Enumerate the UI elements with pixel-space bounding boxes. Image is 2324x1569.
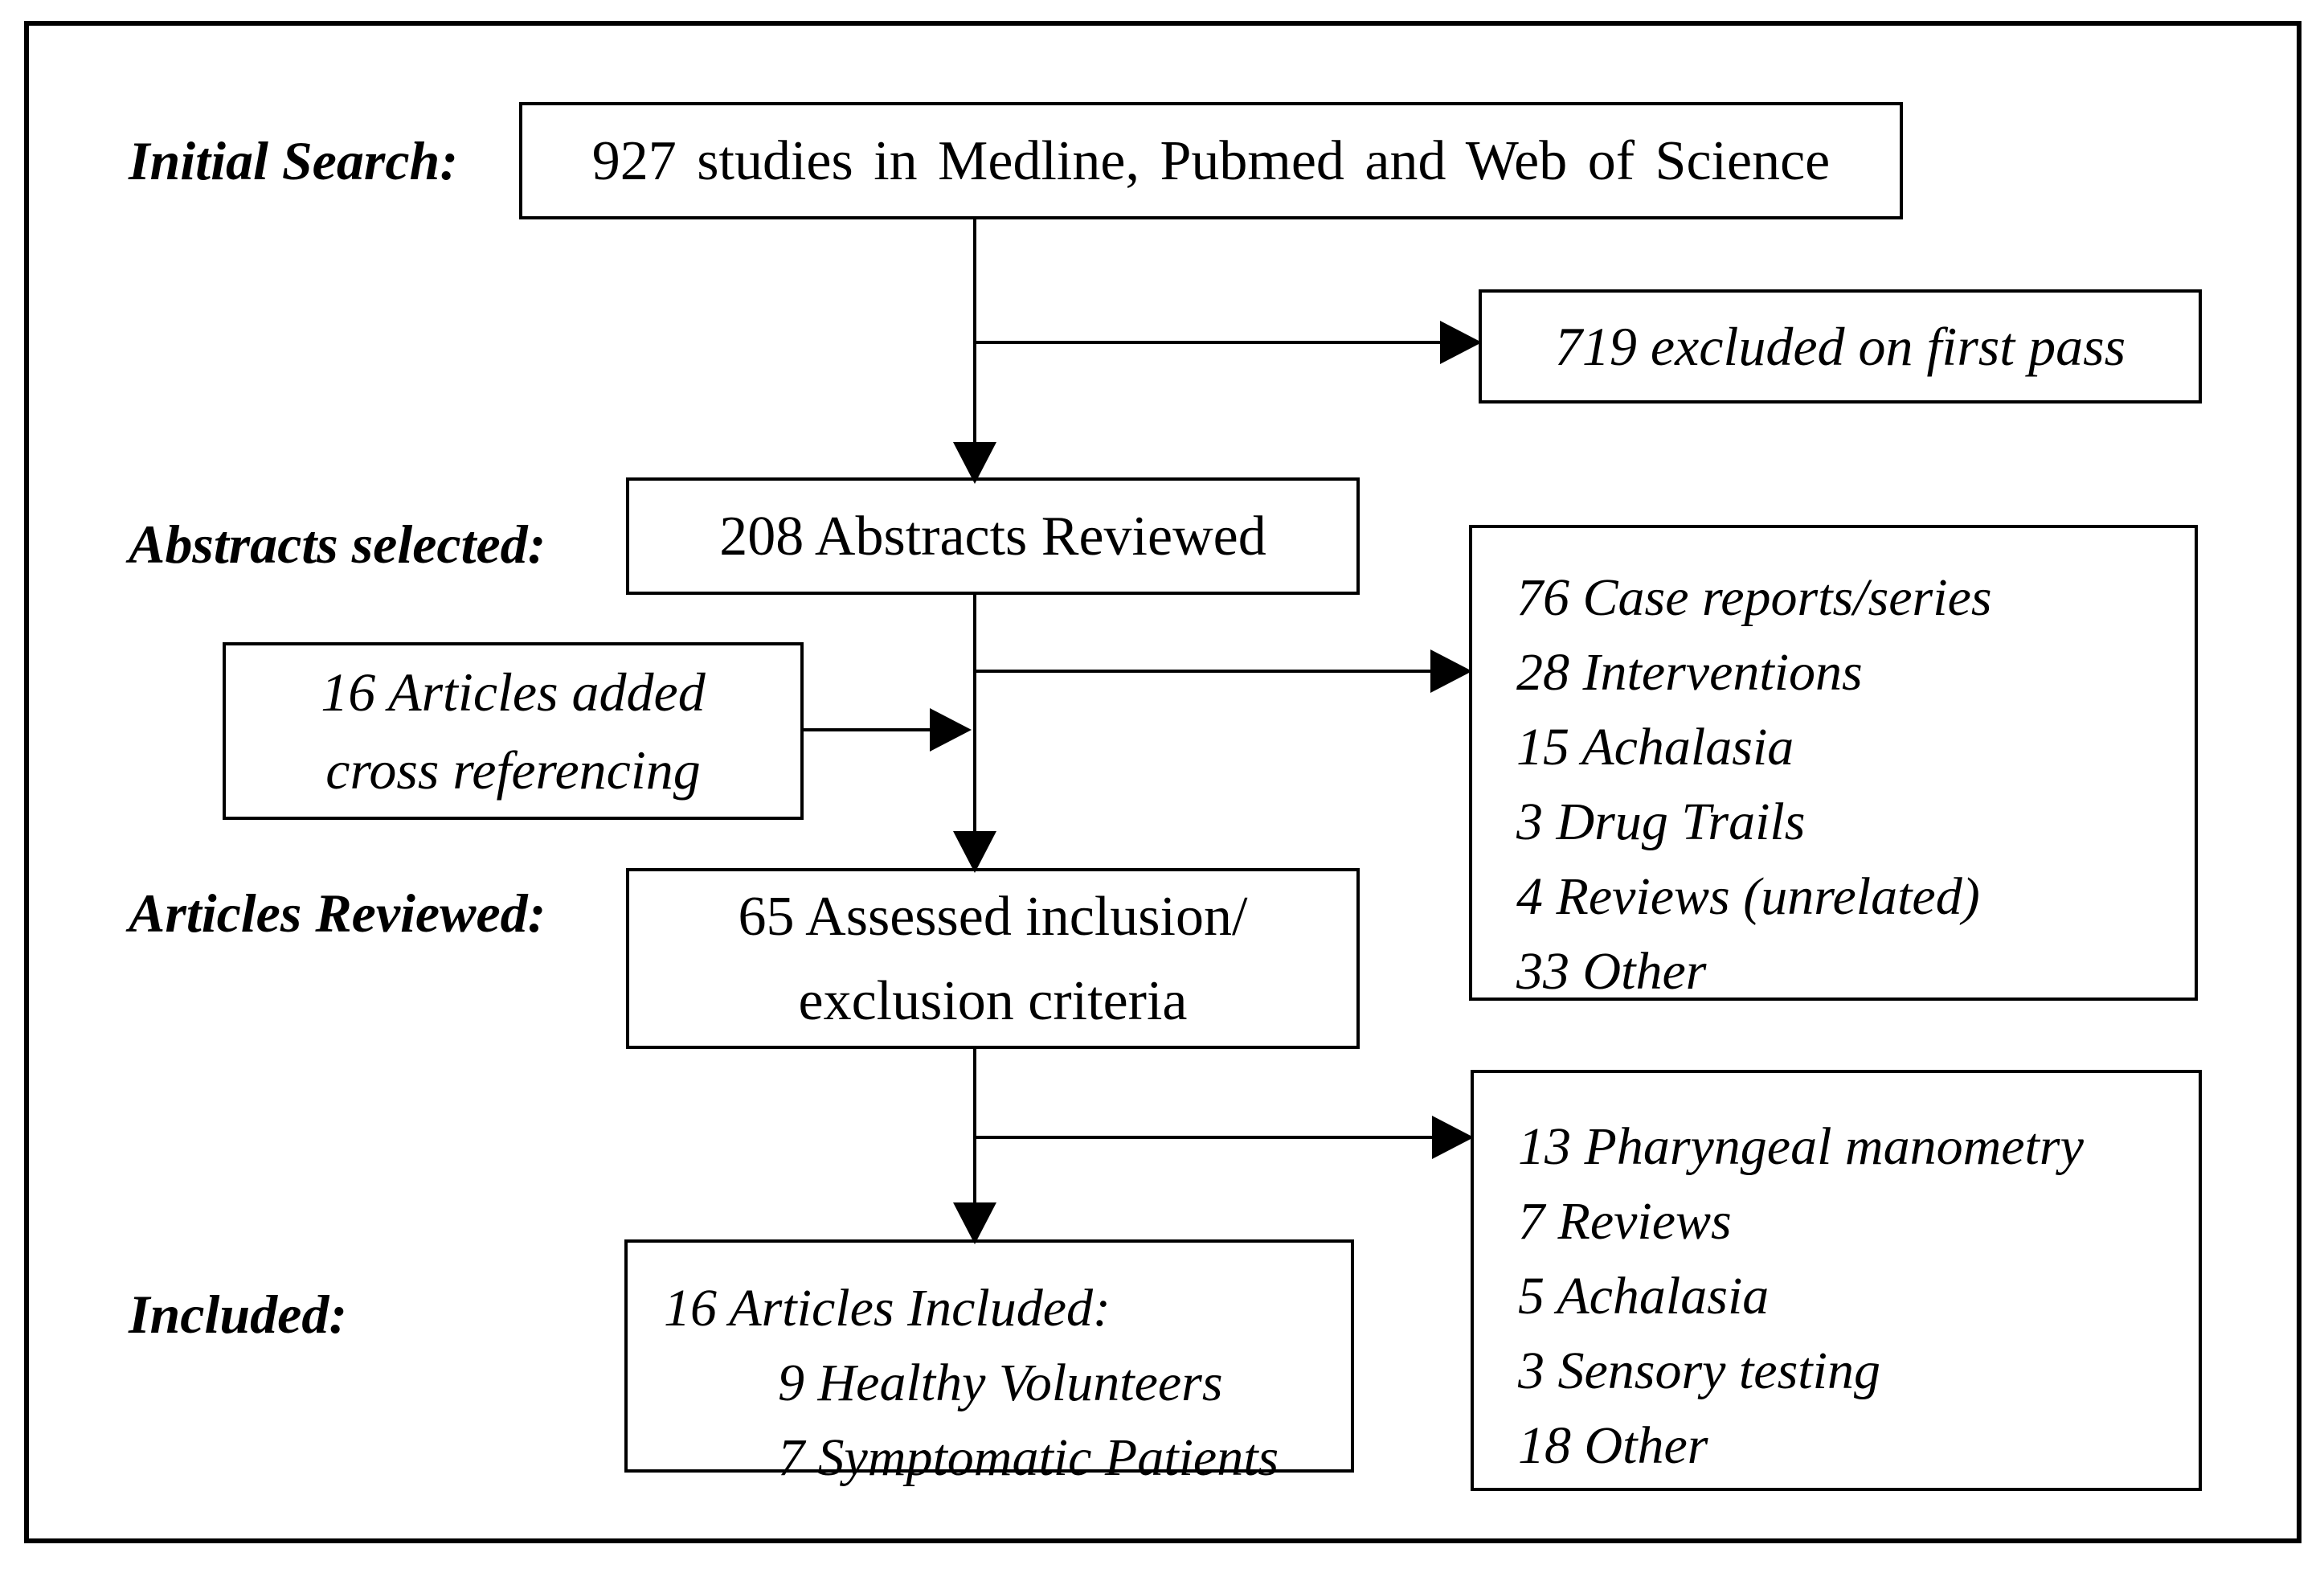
box-cross-referencing-line2: cross referencing: [325, 739, 701, 801]
stage-label-abstracts-selected: Abstracts selected:: [129, 514, 546, 575]
exclusion-item: 3 Drug Trails: [1516, 793, 1806, 851]
box-assessed-line2: exclusion criteria: [798, 969, 1188, 1032]
flow-line-cross-referencing: [802, 728, 935, 731]
exclusion-item: 76 Case reports/series: [1516, 568, 1992, 627]
box-included-title: 16 Articles Included:: [664, 1279, 1111, 1338]
exclusion-item: 7 Reviews: [1518, 1192, 1732, 1251]
flow-line-to-first-pass-exclusions: [973, 670, 1435, 673]
box-abstracts-reviewed: 208 Abstracts Reviewed: [626, 477, 1360, 595]
exclusion-item: 15 Achalasia: [1516, 718, 1794, 776]
box-excluded-first-pass: 719 excluded on first pass: [1479, 289, 2202, 404]
included-item: 7 Symptomatic Patients: [778, 1428, 1279, 1487]
box-assessed-line1: 65 Assessed inclusion/: [738, 885, 1248, 948]
box-initial-search: 927 studies in Medline, Pubmed and Web o…: [519, 102, 1903, 219]
box-abstracts-reviewed-text: 208 Abstracts Reviewed: [719, 505, 1266, 567]
exclusion-item: 18 Other: [1518, 1416, 1708, 1475]
box-cross-referencing-line1: 16 Articles added: [321, 661, 706, 723]
box-included: 16 Articles Included: 9 Healthy Voluntee…: [624, 1239, 1354, 1487]
arrowhead-down-into-assessed-icon: [953, 831, 996, 873]
flow-line-assessed-to-included: [973, 1049, 976, 1210]
arrowhead-right-into-exclusions1-icon: [1430, 649, 1472, 693]
stage-label-included: Included:: [129, 1284, 347, 1345]
stage-label-initial-search: Initial Search:: [129, 130, 458, 191]
outer-border: [24, 21, 2301, 1543]
exclusion-item: 4 Reviews (unrelated): [1516, 867, 1980, 926]
included-item: 9 Healthy Volunteers: [778, 1354, 1223, 1412]
exclusion-item: 5 Achalasia: [1518, 1267, 1770, 1325]
exclusion-item: 3 Sensory testing: [1518, 1342, 1880, 1400]
exclusion-item: 28 Interventions: [1516, 643, 1863, 702]
box-assessed-criteria: 65 Assessed inclusion/ exclusion criteri…: [626, 868, 1360, 1049]
box-initial-search-text: 927 studies in Medline, Pubmed and Web o…: [591, 129, 1831, 192]
exclusion-item: 33 Other: [1516, 942, 1707, 1001]
arrowhead-down-into-included-icon: [953, 1202, 996, 1244]
flow-line-to-second-pass-exclusions: [973, 1136, 1435, 1139]
box-first-pass-exclusions: 76 Case reports/series 28 Interventions …: [1469, 525, 2198, 1001]
box-second-pass-exclusions: 13 Pharyngeal manometry 7 Reviews 5 Acha…: [1471, 1070, 2202, 1491]
box-cross-referencing: 16 Articles added cross referencing: [223, 642, 804, 820]
flow-line-initial-to-abstracts: [973, 219, 976, 453]
box-excluded-first-pass-text: 719 excluded on first pass: [1554, 315, 2126, 377]
arrowhead-right-into-exclusions2-icon: [1432, 1116, 1474, 1159]
flow-line-abstracts-to-assessed: [973, 595, 976, 836]
arrowhead-right-cross-referencing-icon: [930, 708, 972, 752]
exclusion-item: 13 Pharyngeal manometry: [1518, 1117, 2084, 1176]
flow-line-to-excluded-first-pass: [973, 341, 1446, 344]
arrowhead-down-into-abstracts-icon: [953, 442, 996, 484]
arrowhead-right-into-excluded-icon: [1440, 321, 1482, 364]
stage-label-articles-reviewed: Articles Reviewed:: [129, 883, 546, 944]
